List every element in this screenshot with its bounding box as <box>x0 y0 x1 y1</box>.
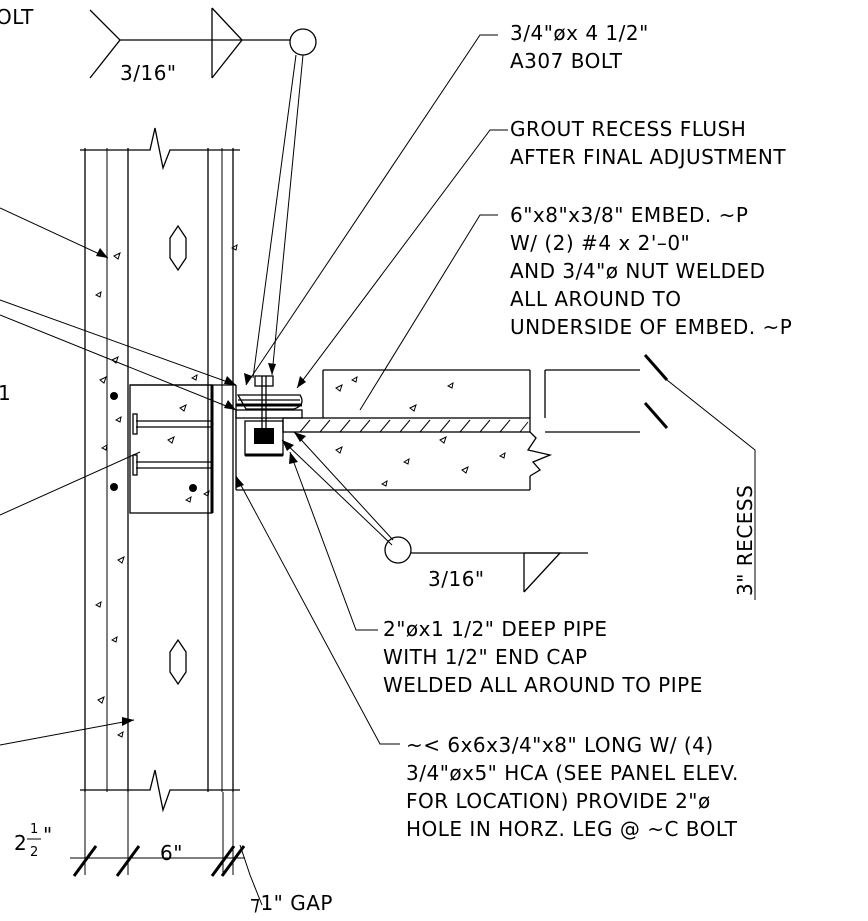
dim-left-denominator: 2 <box>30 845 39 860</box>
angle-note-line2: 3/4"øx5" HCA (SEE PANEL ELEV. <box>406 761 739 785</box>
bolt-assembly <box>235 375 303 457</box>
top-weld-size: 3/16" <box>120 61 177 85</box>
pipe-note-line1: 2"øx1 1/2" DEEP PIPE <box>383 617 608 641</box>
embed-note-line3: AND 3/4"ø NUT WELDED <box>510 259 766 283</box>
pipe-note-line2: WITH 1/2" END CAP <box>383 645 588 669</box>
embed-note-line5: UNDERSIDE OF EMBED. ~P <box>510 315 792 339</box>
grout-note-line1: GROUT RECESS FLUSH <box>510 117 746 141</box>
angle-note-line4: HOLE IN HORZ. LEG @ ~C BOLT <box>406 817 738 841</box>
bolt-spec-line1: 3/4"øx 4 1/2" <box>510 21 649 45</box>
left-note-fragment: 1 <box>0 381 11 405</box>
floor-plank <box>236 354 669 491</box>
gap-dimension: ⁊1" GAP <box>250 891 333 915</box>
dim-mid: 6" <box>160 841 183 865</box>
bolt-note-fragment: OLT <box>0 5 34 29</box>
embed-note-line2: W/ (2) #4 x 2'–0" <box>510 231 690 255</box>
dim-left-inch: " <box>43 823 53 847</box>
leaders <box>0 34 756 906</box>
embed-note-line4: ALL AROUND TO <box>510 287 681 311</box>
pipe-note-line3: WELDED ALL AROUND TO PIPE <box>383 673 703 697</box>
embedded-angle <box>110 373 237 514</box>
mid-weld-size: 3/16" <box>428 567 485 591</box>
annotations: OLT 3/16" 3/4"øx 4 1/2" A307 BOLT GROUT … <box>0 5 792 915</box>
grout-note-line2: AFTER FINAL ADJUSTMENT <box>510 145 786 169</box>
recess-dimension: 3" RECESS <box>733 485 757 596</box>
dim-left-whole: 2 <box>14 831 27 855</box>
wall-panel <box>80 127 240 813</box>
mid-weld-symbol <box>384 536 588 593</box>
dim-left-numerator: 1 <box>30 822 39 837</box>
angle-note-line1: ~< 6x6x3/4"x8" LONG W/ (4) <box>406 733 714 757</box>
embed-note-line1: 6"x8"x3/8" EMBED. ~P <box>510 203 748 227</box>
bolt-spec-line2: A307 BOLT <box>510 49 623 73</box>
angle-note-line3: FOR LOCATION) PROVIDE 2"ø <box>406 789 711 813</box>
